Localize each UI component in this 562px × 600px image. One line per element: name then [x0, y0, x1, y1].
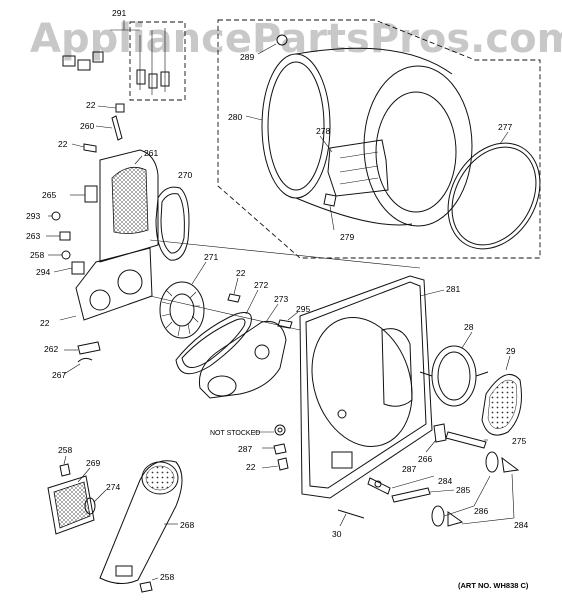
callout-22-c: 22 — [236, 268, 246, 278]
blower-scroll-273[interactable] — [198, 303, 287, 399]
pin-275[interactable] — [445, 431, 488, 449]
screw-22-e[interactable] — [261, 457, 289, 471]
screw-287a[interactable] — [262, 443, 287, 455]
callout-266: 266 — [418, 454, 432, 464]
callout-281: 281 — [446, 284, 460, 294]
callout-271: 271 — [204, 252, 218, 262]
drum-280[interactable] — [245, 47, 473, 227]
callout-278: 278 — [316, 126, 330, 136]
baffle-278[interactable] — [319, 135, 389, 197]
gasket-270[interactable] — [155, 186, 190, 261]
bracket-284b[interactable] — [461, 473, 515, 525]
callout-272: 272 — [254, 280, 268, 290]
callout-274: 274 — [106, 482, 120, 492]
duct-28[interactable] — [419, 331, 489, 407]
callout-labels: 291 22 260 22 261 265 270 293 263 258 29… — [26, 8, 529, 590]
callout-293: 293 — [26, 211, 40, 221]
callout-260: 260 — [80, 121, 94, 131]
spring-285[interactable] — [391, 487, 455, 503]
heater-duct-268[interactable] — [99, 460, 183, 584]
seal-272[interactable] — [175, 289, 259, 375]
callout-269: 269 — [86, 458, 100, 468]
callout-262: 262 — [44, 344, 58, 354]
screw-22-c[interactable] — [227, 277, 241, 303]
part-294[interactable] — [53, 261, 85, 275]
callout-286: 286 — [474, 506, 488, 516]
screw-22-top[interactable] — [97, 103, 125, 113]
callout-258-a: 258 — [30, 250, 44, 260]
washer-not-stocked[interactable] — [254, 424, 286, 436]
screw-258c[interactable] — [139, 577, 159, 593]
callout-279: 279 — [340, 232, 354, 242]
watermark: AppliancePartsPros.com — [30, 16, 562, 62]
front-panel-281[interactable] — [296, 275, 445, 499]
drum-assembly-box — [217, 19, 541, 259]
callout-29: 29 — [506, 346, 516, 356]
callout-289: 289 — [240, 52, 254, 62]
callout-263: 263 — [26, 231, 40, 241]
rod-30[interactable] — [337, 509, 365, 527]
callout-30: 30 — [332, 529, 342, 539]
callout-22-d: 22 — [40, 318, 50, 328]
hinge-266[interactable] — [425, 423, 447, 453]
callout-261: 261 — [144, 148, 158, 158]
part-274[interactable] — [84, 489, 107, 515]
part-262[interactable] — [64, 341, 101, 355]
back-duct-plate[interactable] — [59, 247, 153, 321]
screw-22-b[interactable] — [71, 143, 97, 153]
callout-285: 285 — [456, 485, 470, 495]
switch-265[interactable] — [70, 185, 98, 203]
screw-279[interactable] — [323, 193, 337, 231]
callout-284-a: 284 — [438, 476, 452, 486]
callout-287-b: 287 — [402, 464, 416, 474]
callout-295: 295 — [296, 304, 310, 314]
callout-277: 277 — [498, 122, 512, 132]
callout-267: 267 — [52, 370, 66, 380]
screw-258b[interactable] — [59, 455, 71, 477]
callout-291: 291 — [112, 8, 126, 18]
blower-wheel-271[interactable] — [159, 261, 207, 339]
part-293[interactable] — [48, 211, 61, 221]
callout-270: 270 — [178, 170, 192, 180]
bracket-284a[interactable] — [367, 475, 435, 495]
callout-275: 275 — [512, 436, 526, 446]
part-263[interactable] — [46, 231, 71, 241]
callout-258-b: 258 — [58, 445, 72, 455]
callout-258-c: 258 — [160, 572, 174, 582]
callout-22-b: 22 — [58, 139, 68, 149]
callout-294: 294 — [36, 267, 50, 277]
drum-seal-277[interactable] — [430, 127, 559, 266]
hinge-cup-286[interactable] — [431, 451, 520, 527]
callout-284-b: 284 — [514, 520, 528, 530]
callout-28: 28 — [464, 322, 474, 332]
callout-287-a: 287 — [238, 444, 252, 454]
not-stocked-note: NOT STOCKED — [210, 430, 260, 437]
callout-268: 268 — [180, 520, 194, 530]
callout-273: 273 — [274, 294, 288, 304]
part-267[interactable] — [63, 357, 93, 375]
callout-22-top: 22 — [86, 100, 96, 110]
callout-265: 265 — [42, 190, 56, 200]
heater-box-269[interactable] — [47, 467, 95, 535]
blower-housing-261[interactable] — [99, 149, 159, 263]
screw-289[interactable] — [257, 34, 288, 55]
screw-295[interactable] — [277, 311, 299, 329]
bracket-260[interactable] — [95, 115, 123, 141]
art-number: (ART NO. WH838 C) — [458, 581, 529, 590]
callout-22-e: 22 — [246, 462, 256, 472]
screw-287b[interactable] — [374, 480, 382, 488]
part-258a[interactable] — [48, 250, 71, 260]
lint-filter-29[interactable] — [481, 355, 522, 436]
callout-280: 280 — [228, 112, 242, 122]
wire-harness-group[interactable] — [62, 20, 186, 101]
